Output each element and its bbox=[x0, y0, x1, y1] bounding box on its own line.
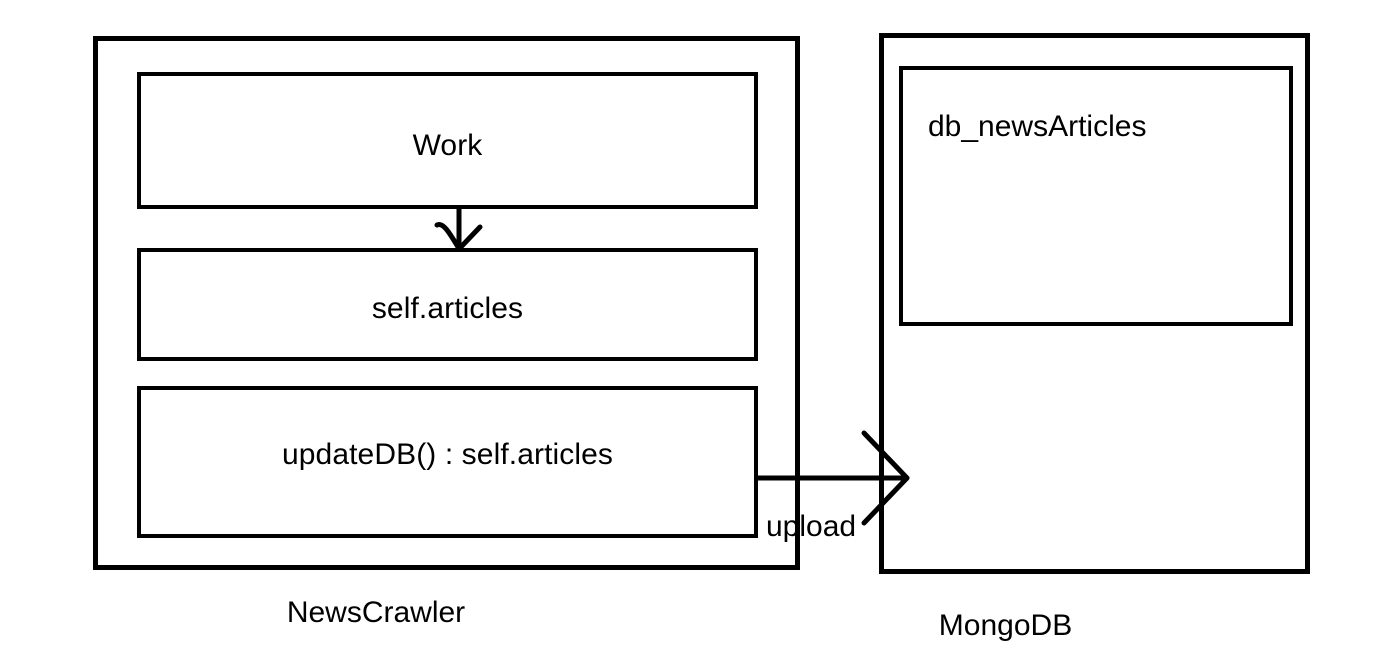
upload-label-clip: upload bbox=[766, 512, 882, 554]
self-articles-box[interactable]: self.articles bbox=[137, 248, 758, 361]
db-newsarticles-box[interactable]: db_newsArticles bbox=[899, 66, 1293, 326]
work-label: Work bbox=[412, 129, 483, 162]
work-box[interactable]: Work bbox=[137, 72, 758, 209]
db-newsarticles-label: db_newsArticles bbox=[928, 110, 1147, 143]
self-articles-label: self.articles bbox=[371, 292, 524, 325]
mongodb-caption: MongoDB bbox=[938, 609, 1073, 642]
newscrawler-caption: NewsCrawler bbox=[286, 596, 466, 629]
updatedb-box[interactable]: updateDB() : self.articles bbox=[137, 386, 758, 538]
upload-label: upload bbox=[766, 512, 857, 543]
updatedb-label: updateDB() : self.articles bbox=[281, 438, 614, 471]
